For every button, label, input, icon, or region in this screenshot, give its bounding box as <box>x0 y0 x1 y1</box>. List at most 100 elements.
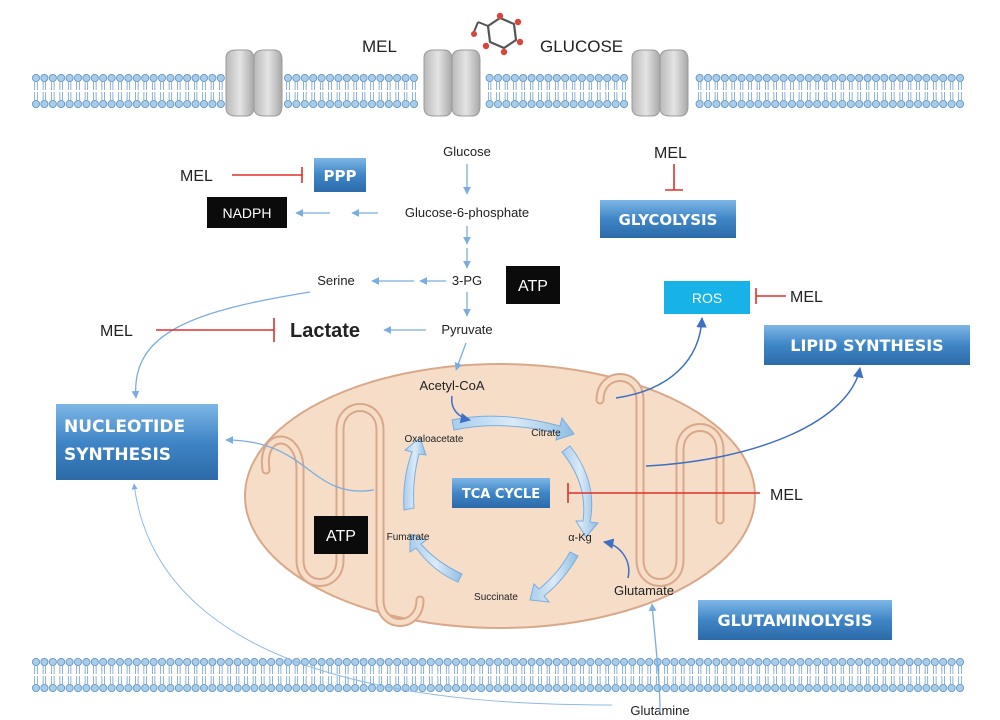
lipid-head <box>149 658 158 667</box>
lipid-head <box>636 684 645 693</box>
lipid-head <box>771 74 780 83</box>
lipid-head <box>888 658 897 667</box>
lipid-head <box>342 658 351 667</box>
lipid-head <box>510 658 519 667</box>
lipid-head <box>645 658 654 667</box>
lipid-head <box>275 658 284 667</box>
lipid-head <box>939 100 948 109</box>
lipid-head <box>208 74 217 83</box>
lipid-head <box>586 74 595 83</box>
lipid-head <box>325 100 334 109</box>
membrane-channel-middle <box>423 49 481 117</box>
lipid-head <box>914 74 923 83</box>
lipid-head <box>586 684 595 693</box>
lipid-head <box>300 684 309 693</box>
lipid-head <box>754 100 763 109</box>
lipid-head <box>880 74 889 83</box>
lipid-head <box>846 74 855 83</box>
lipid-head <box>872 684 881 693</box>
lipid-head <box>779 684 788 693</box>
lipid-head <box>863 100 872 109</box>
lipid-head <box>863 684 872 693</box>
lipid-head <box>527 74 536 83</box>
lipid-head <box>384 100 393 109</box>
pathway-arrows <box>131 164 661 713</box>
lipid-head <box>830 684 839 693</box>
mel-tca-inhibitor: MEL <box>770 487 803 504</box>
lipid-head <box>930 658 939 667</box>
lipid-head <box>905 684 914 693</box>
lipid-head <box>132 684 141 693</box>
lipid-head <box>99 74 108 83</box>
lipid-head <box>334 100 343 109</box>
lipid-head <box>65 658 74 667</box>
lipid-head <box>393 658 402 667</box>
lipid-head <box>544 100 553 109</box>
lipid-head <box>771 658 780 667</box>
lipid-head <box>157 658 166 667</box>
lipid-head <box>502 684 511 693</box>
lipid-head <box>838 684 847 693</box>
lipid-head <box>216 684 225 693</box>
lipid-head <box>317 684 326 693</box>
lipid-head <box>636 658 645 667</box>
lipid-head <box>82 100 91 109</box>
lipid-head <box>771 684 780 693</box>
lipid-head <box>510 74 519 83</box>
lipid-head <box>561 100 570 109</box>
lipid-head <box>594 74 603 83</box>
lipid-head <box>737 74 746 83</box>
lipid-head <box>813 684 822 693</box>
lipid-head <box>914 100 923 109</box>
lipid-head <box>283 100 292 109</box>
lipid-head <box>821 658 830 667</box>
lipid-head <box>872 658 881 667</box>
lipid-head <box>863 658 872 667</box>
lipid-head <box>116 74 125 83</box>
lipid-head <box>342 100 351 109</box>
lipid-head <box>460 684 469 693</box>
lipid-head <box>401 74 410 83</box>
lipid-head <box>897 100 906 109</box>
lipid-head <box>762 74 771 83</box>
lipid-head <box>536 684 545 693</box>
lipid-head <box>225 658 234 667</box>
lipid-head <box>351 658 360 667</box>
lipid-head <box>342 74 351 83</box>
lipid-head <box>216 100 225 109</box>
lipid-head <box>947 100 956 109</box>
lipid-head <box>536 74 545 83</box>
lipid-head <box>569 658 578 667</box>
lipid-head <box>141 100 150 109</box>
lipid-head <box>838 100 847 109</box>
lipid-head <box>821 100 830 109</box>
lipid-head <box>611 658 620 667</box>
lipid-head <box>393 74 402 83</box>
atp-label-bottom: ATP <box>326 528 356 545</box>
lipid-head <box>199 684 208 693</box>
lipid-head <box>939 74 948 83</box>
lipid-head <box>57 74 66 83</box>
lipid-head <box>704 74 713 83</box>
lipid-head <box>670 658 679 667</box>
lipid-head <box>930 684 939 693</box>
cell-membrane-bottom <box>32 658 965 693</box>
lipid-head <box>603 100 612 109</box>
lipid-head <box>325 658 334 667</box>
lipid-head <box>426 658 435 667</box>
lipid-head <box>468 684 477 693</box>
lipid-head <box>418 658 427 667</box>
lipid-head <box>729 684 738 693</box>
lipid-head <box>57 684 66 693</box>
lipid-head <box>947 684 956 693</box>
lipid-head <box>493 658 502 667</box>
lipid-head <box>82 684 91 693</box>
inhibition-markers <box>156 164 786 503</box>
lipid-head <box>796 100 805 109</box>
atp-box-top <box>506 266 560 304</box>
lipid-head <box>720 684 729 693</box>
lipid-head <box>628 684 637 693</box>
lipid-head <box>712 100 721 109</box>
lipid-head <box>586 100 595 109</box>
